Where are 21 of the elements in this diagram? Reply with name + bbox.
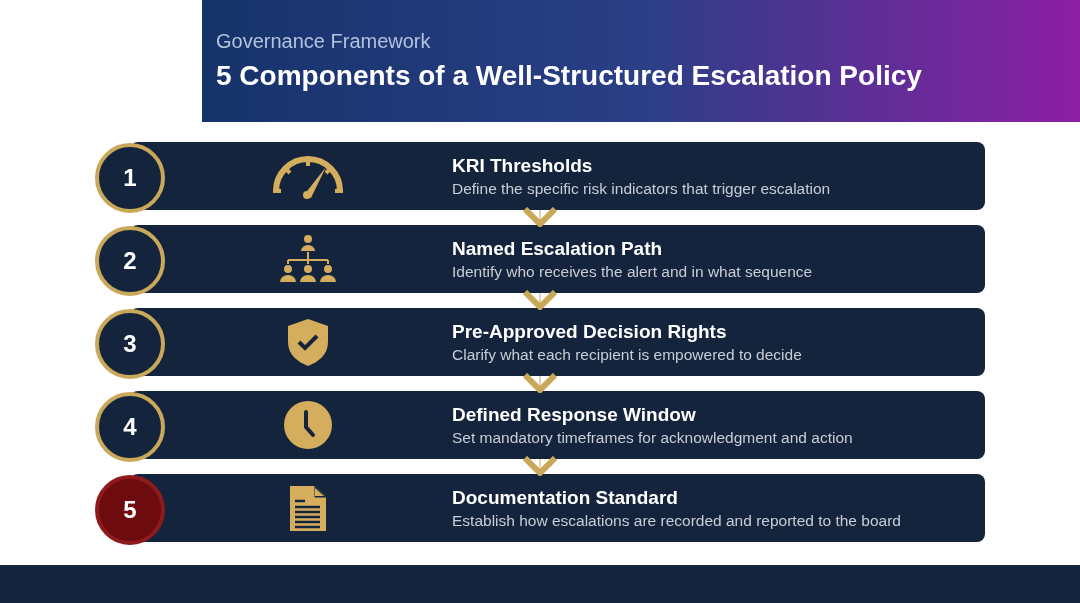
chevron-arrow: [522, 455, 558, 476]
chevron-arrow: [522, 289, 558, 310]
chevron-arrow: [522, 372, 558, 393]
number-circle: 5: [95, 475, 165, 545]
number-circle: 4: [95, 392, 165, 462]
number-circle: 2: [95, 226, 165, 296]
title: 5 Components of a Well-Structured Escalation Policy: [216, 60, 922, 92]
step-heading: Documentation Standard: [452, 487, 679, 509]
step-description: Define the specific risk indicators that trigger escalation: [452, 180, 832, 198]
number-circle: 1: [95, 143, 165, 213]
step-heading: KRI Thresholds: [452, 155, 594, 177]
step-heading: Named Escalation Path: [452, 238, 664, 260]
step-description: Establish how escalations are recorded and reported to the board: [452, 512, 902, 530]
chevron-arrow: [522, 206, 558, 227]
number-circle: 3: [95, 309, 165, 379]
step-description: Set mandatory timeframes for acknowledgment and action: [452, 429, 854, 447]
step-heading: Pre-Approved Decision Rights: [452, 321, 728, 343]
step-description: Clarify what each recipient is empowered to decide: [452, 346, 803, 364]
subtitle: Governance Framework: [216, 30, 431, 53]
step-description: Identify who receives the alert and in what sequence: [452, 263, 814, 281]
step-heading: Defined Response Window: [452, 404, 697, 426]
